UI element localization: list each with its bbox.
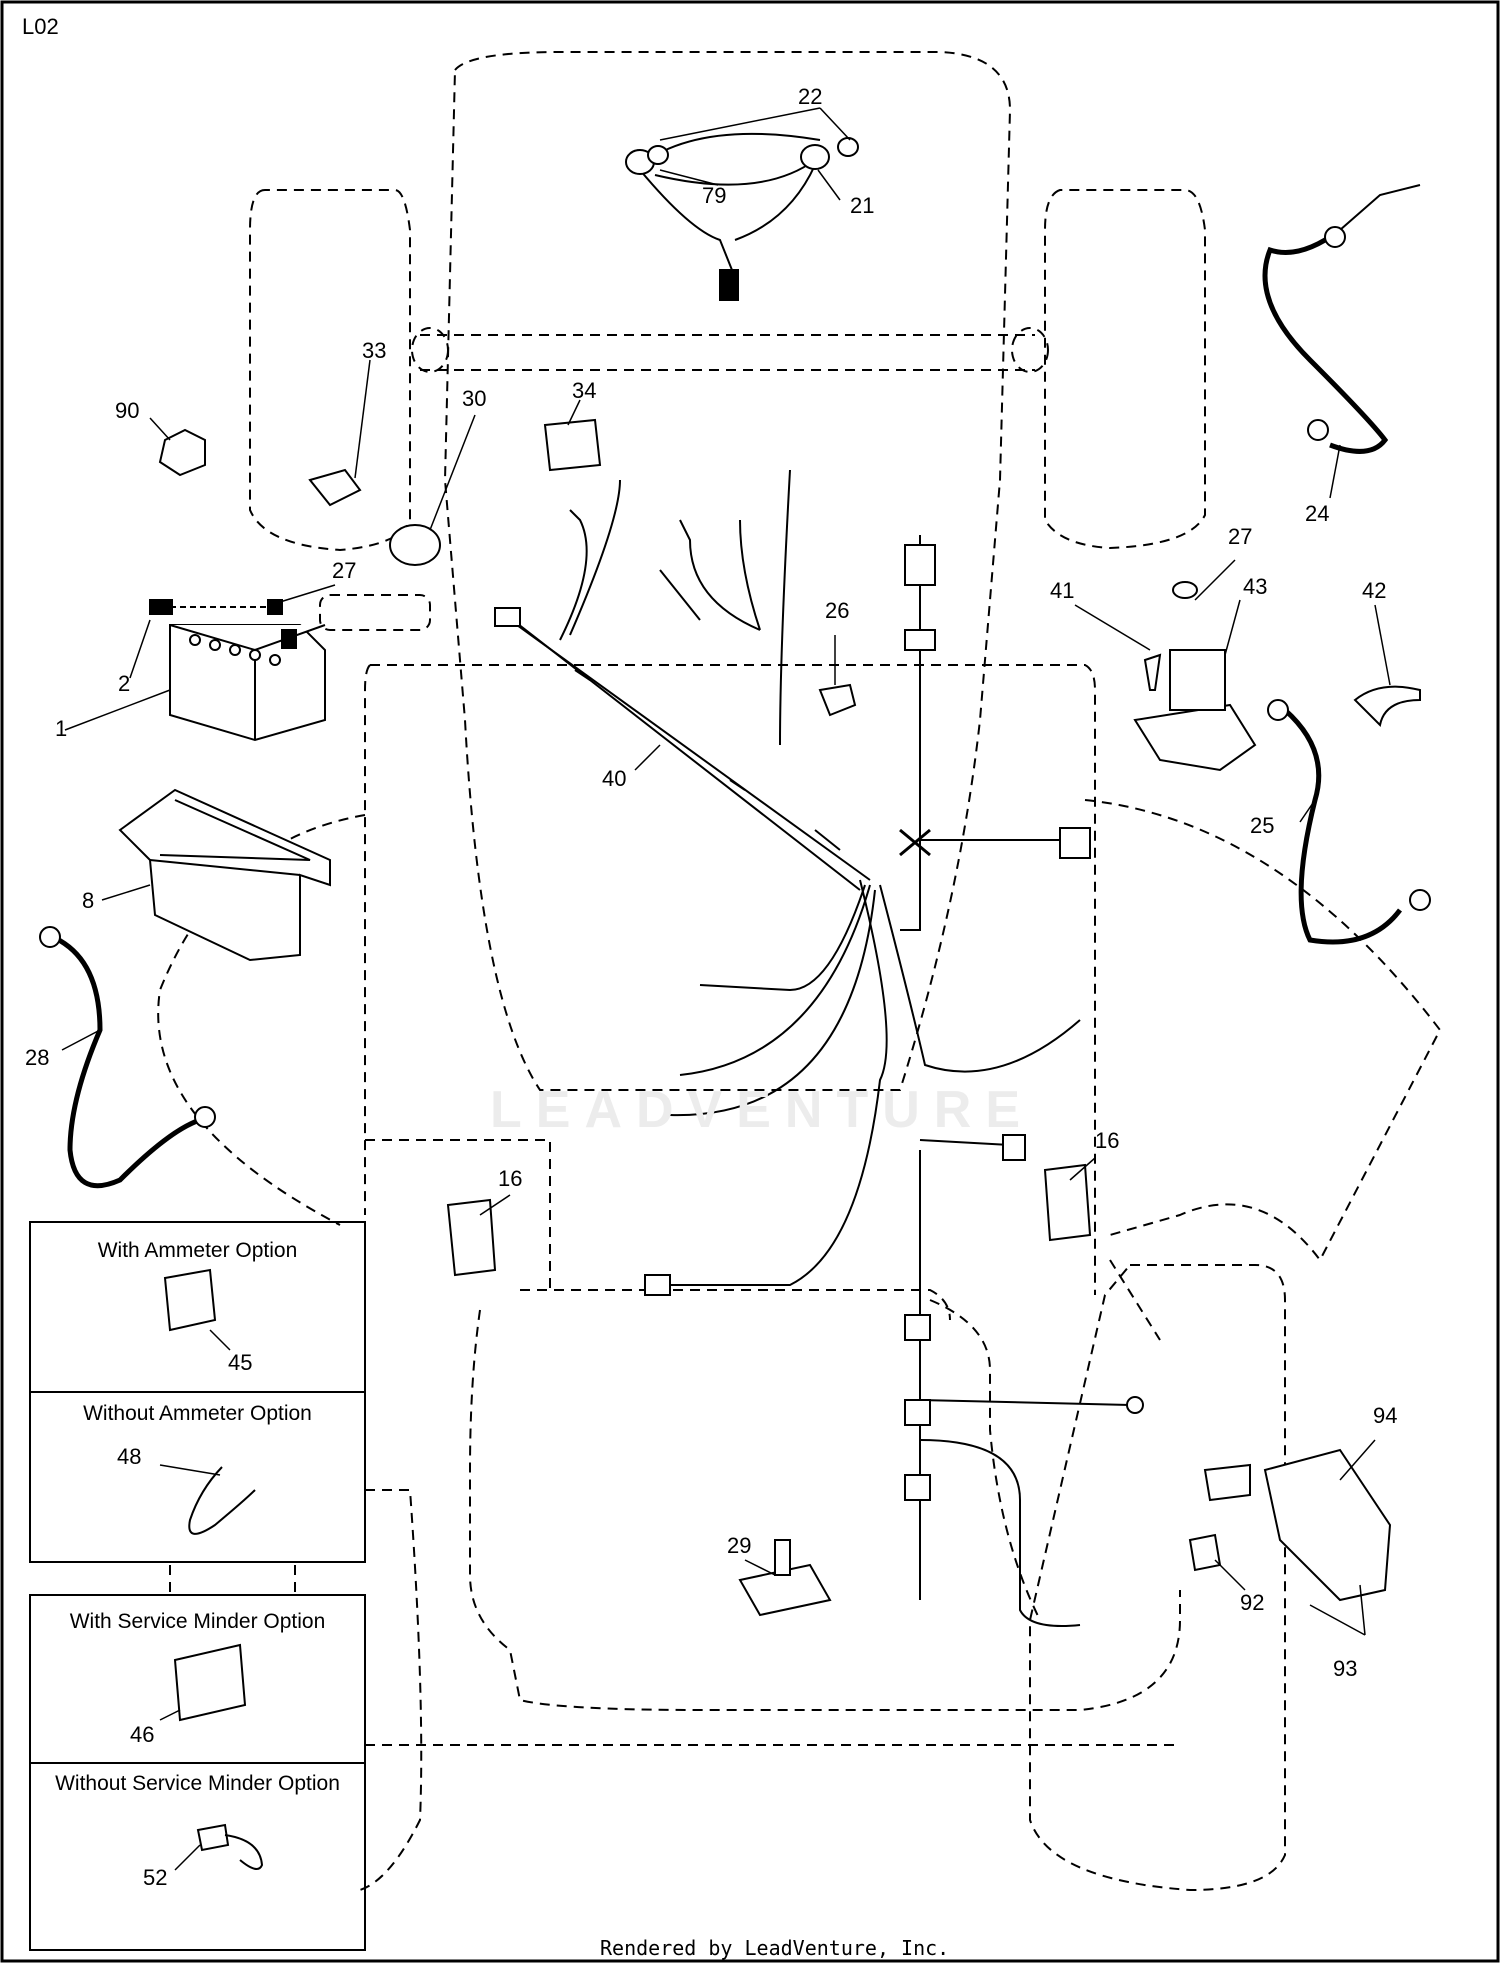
part-label-22: 22 bbox=[798, 84, 823, 109]
part-label-45: 45 bbox=[228, 1350, 253, 1375]
part-label-24: 24 bbox=[1305, 501, 1330, 526]
part-label-41: 41 bbox=[1050, 578, 1075, 603]
part-label-30: 30 bbox=[462, 386, 487, 411]
part-label-34: 34 bbox=[572, 378, 597, 403]
without-service-minder-title: Without Service Minder Option bbox=[55, 1772, 340, 1795]
with-ammeter-title: With Ammeter Option bbox=[97, 1239, 298, 1262]
part-label-27-left: 27 bbox=[332, 558, 357, 583]
part-label-52: 52 bbox=[143, 1865, 168, 1890]
option-boxes bbox=[29, 1221, 366, 1951]
leader-lines bbox=[61, 107, 1391, 1871]
part-label-90: 90 bbox=[115, 398, 140, 423]
watermark-text: LEADVENTURE bbox=[490, 1081, 1035, 1139]
part-label-28: 28 bbox=[25, 1045, 50, 1070]
part-label-40: 40 bbox=[602, 766, 627, 791]
part-label-27-right: 27 bbox=[1228, 524, 1253, 549]
part-label-2: 2 bbox=[118, 671, 131, 696]
part-label-21: 21 bbox=[850, 193, 875, 218]
without-ammeter-title: Without Ammeter Option bbox=[83, 1402, 312, 1425]
part-label-29: 29 bbox=[727, 1533, 752, 1558]
main-harness bbox=[494, 469, 1144, 1627]
part-label-79: 79 bbox=[702, 183, 727, 208]
part-label-16-left: 16 bbox=[498, 1166, 523, 1191]
part-label-94: 94 bbox=[1373, 1403, 1398, 1428]
page-code: L02 bbox=[22, 14, 59, 39]
tractor-outline bbox=[157, 51, 1442, 1892]
part-label-25: 25 bbox=[1250, 813, 1275, 838]
part-label-42: 42 bbox=[1362, 578, 1387, 603]
cables bbox=[39, 184, 1431, 1189]
part-label-8: 8 bbox=[82, 888, 95, 913]
footer-credit: Rendered by LeadVenture, Inc. bbox=[600, 1936, 950, 1960]
with-service-minder-title: With Service Minder Option bbox=[69, 1610, 326, 1633]
battery-drawing bbox=[149, 599, 326, 742]
part-label-48: 48 bbox=[117, 1444, 142, 1469]
part-label-46: 46 bbox=[130, 1722, 155, 1747]
part-label-92: 92 bbox=[1240, 1590, 1265, 1615]
part-label-16-right: 16 bbox=[1095, 1128, 1120, 1153]
headlight-harness bbox=[625, 132, 859, 301]
part-label-43: 43 bbox=[1243, 574, 1268, 599]
part-label-26: 26 bbox=[825, 598, 850, 623]
battery-box-drawing bbox=[118, 788, 331, 962]
part-label-1: 1 bbox=[55, 716, 68, 741]
part-label-33: 33 bbox=[362, 338, 387, 363]
small-parts bbox=[158, 418, 1421, 1617]
part-label-93: 93 bbox=[1333, 1656, 1358, 1681]
